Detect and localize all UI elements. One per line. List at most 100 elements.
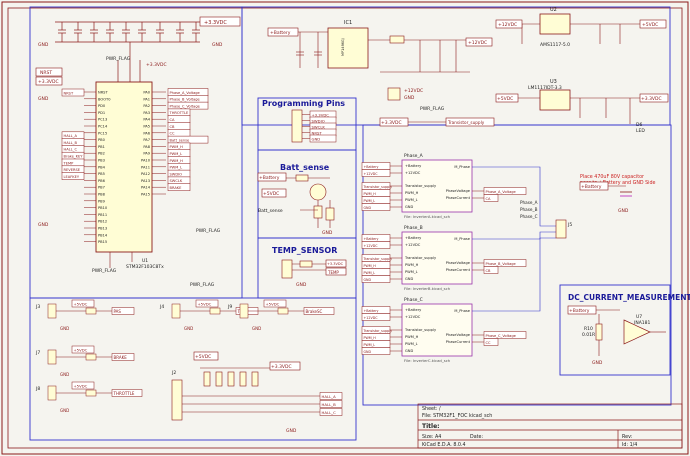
phase-output: PhaseCurrent	[446, 196, 471, 200]
connector-power-box	[71, 299, 95, 308]
ldo-u3-wiring	[518, 97, 640, 124]
phase-port: +12VDC	[405, 315, 421, 319]
connector-tag-box	[303, 307, 335, 315]
date-label: Date:	[470, 434, 483, 440]
mcu-pin-pb11: PB11	[98, 213, 107, 217]
connector-tag: BRAKE	[114, 355, 128, 360]
connector-power-box	[71, 381, 95, 390]
opamp-u7[interactable]: U7 INA181	[623, 314, 651, 345]
mcu-pin-pa3: PA3	[143, 111, 150, 115]
phase-port-tag: Transistor_supply	[363, 257, 393, 261]
mcu-pin-pa5: PA5	[143, 125, 150, 129]
pwr-flag-bottom: PWR_FLAG	[92, 268, 117, 274]
temp-sensor-title: TEMP_SENSOR	[272, 246, 337, 255]
phase-output: PhaseVoltage	[446, 189, 471, 193]
phase-output: M_Phase	[454, 237, 470, 241]
size-label: Size: A4	[422, 434, 441, 440]
net-right-8: PWM_H	[170, 145, 184, 149]
mcu-left-pins: NRSTBOOT0PD0PD1PC13PC14PC15PB0PB1PB2PB3P…	[84, 91, 111, 244]
hall-3v3: +3.3VDC	[271, 364, 292, 370]
connector-tag: BrakeSC	[306, 309, 323, 314]
phase-port: PWM_L	[405, 270, 418, 274]
top-3v3-flag: +3.3VDC	[204, 20, 227, 26]
phase-port-tag-box	[361, 203, 391, 211]
connector-resistor	[85, 307, 97, 315]
batt-sense-5v: +5VDC	[263, 191, 279, 197]
left-gnd-1: GND	[38, 96, 49, 102]
phase-port: PWM_H	[405, 191, 419, 195]
phase-voltage-tag-box	[483, 259, 527, 267]
transistor-supply-row: +3.3VDC Transistor_supply PWR_FLAG	[379, 106, 495, 127]
phase-port: PWM_H	[405, 335, 419, 339]
left-inputs: NRST +3.3VDC GND GND	[35, 67, 63, 228]
phase-sheet-name: Phase_A	[404, 153, 424, 159]
phase-port-tag: +12VDC	[364, 244, 379, 248]
hall-5v: +5VDC	[195, 354, 211, 360]
connector-body	[239, 303, 249, 319]
phase-port-tag: GND	[364, 278, 372, 282]
hall-power: +5VDC +3.3VDC GND	[193, 351, 301, 434]
mcu-pin-pb2: PB2	[98, 152, 105, 156]
phase-port-tag: PWM_L	[364, 199, 376, 203]
ic1-value: MP1496GJ	[341, 38, 345, 56]
motor-connector-j5[interactable]: J5	[555, 219, 572, 239]
r10-value: 0.01R	[582, 332, 595, 338]
dc-current-title: DC_CURRENT_MEASUREMENT	[568, 293, 690, 302]
phase-port: PWM_H	[405, 263, 419, 267]
r10-ref: R10	[584, 326, 593, 332]
connector-tag: THROTTLE	[113, 391, 135, 396]
connector-gnd: GND	[60, 326, 69, 331]
mcu-pin-pb4: PB4	[98, 165, 106, 169]
temp-sensor-tags: +3.3VDC TEMP GND	[296, 259, 347, 288]
phase-current-tag: CB	[486, 269, 492, 273]
batt-sense-net: Batt_sense	[258, 208, 283, 214]
prog-pin-0: +3.3VDC	[312, 112, 330, 117]
programming-header[interactable]	[291, 109, 303, 143]
prog-pin-4-box	[309, 134, 337, 143]
hall-tag-2-box	[319, 408, 343, 416]
mcu-pin-pa4: PA4	[143, 118, 150, 122]
net-left-7-box	[61, 172, 85, 180]
connector-body	[47, 385, 57, 401]
net-right-14: BRAKE	[170, 186, 183, 190]
phase-port-tag: PWM_L	[364, 271, 376, 275]
ldo-u3[interactable]: U3 LM1117IDT-3.3	[528, 79, 571, 111]
batt-sense-battery: +Battery	[259, 175, 280, 181]
mcu-pin-nrst: NRST	[98, 91, 108, 95]
gnd-top-left: GND	[38, 42, 49, 48]
connector-power: +5VDC	[74, 301, 88, 306]
phase-port: Transistor_supply	[404, 184, 437, 188]
phase-port-tag: GND	[364, 350, 372, 354]
mcu-pin-pa13: PA13	[141, 179, 150, 183]
motor-label-1: Phase_B	[520, 207, 538, 212]
mcu-symbol[interactable]: U1 STM32F103C8Tx	[95, 81, 164, 270]
batt-sense-title: Batt_sense	[280, 163, 330, 172]
net-left-2: HALL_B	[64, 141, 78, 145]
mcu-right-pins: PA0PA1PA2PA3PA4PA5PA6PA7PA8PA9PA10PA11PA…	[141, 91, 166, 197]
motor-label-0: Phase_A	[520, 200, 538, 205]
mcu-pin-pb9: PB9	[98, 199, 106, 203]
connector-j2[interactable]: J2	[171, 370, 176, 376]
mcu-bottom-flags: PWR_FLAG PWR_FLAG PWR_FLAG	[92, 228, 221, 288]
phase-sheet-name: Phase_C	[404, 297, 423, 303]
title-label: Title:	[422, 423, 440, 430]
buck-converter-ic1[interactable]: IC1 MP1496GJ	[327, 20, 369, 69]
pwr-flag-gnd-2: PWR_FLAG	[190, 282, 215, 288]
u3-out-tag: +3.3VDC	[641, 96, 662, 102]
connector-ref: J7	[35, 350, 40, 356]
connector-gnd: GND	[60, 372, 69, 377]
prog-pin-2: SWCLK	[312, 124, 326, 129]
phase-output: M_Phase	[454, 309, 470, 313]
mcu-pin-pa11: PA11	[141, 165, 150, 169]
hall-tag-2: HALL_C	[322, 410, 337, 415]
connector-resistor	[85, 353, 97, 361]
